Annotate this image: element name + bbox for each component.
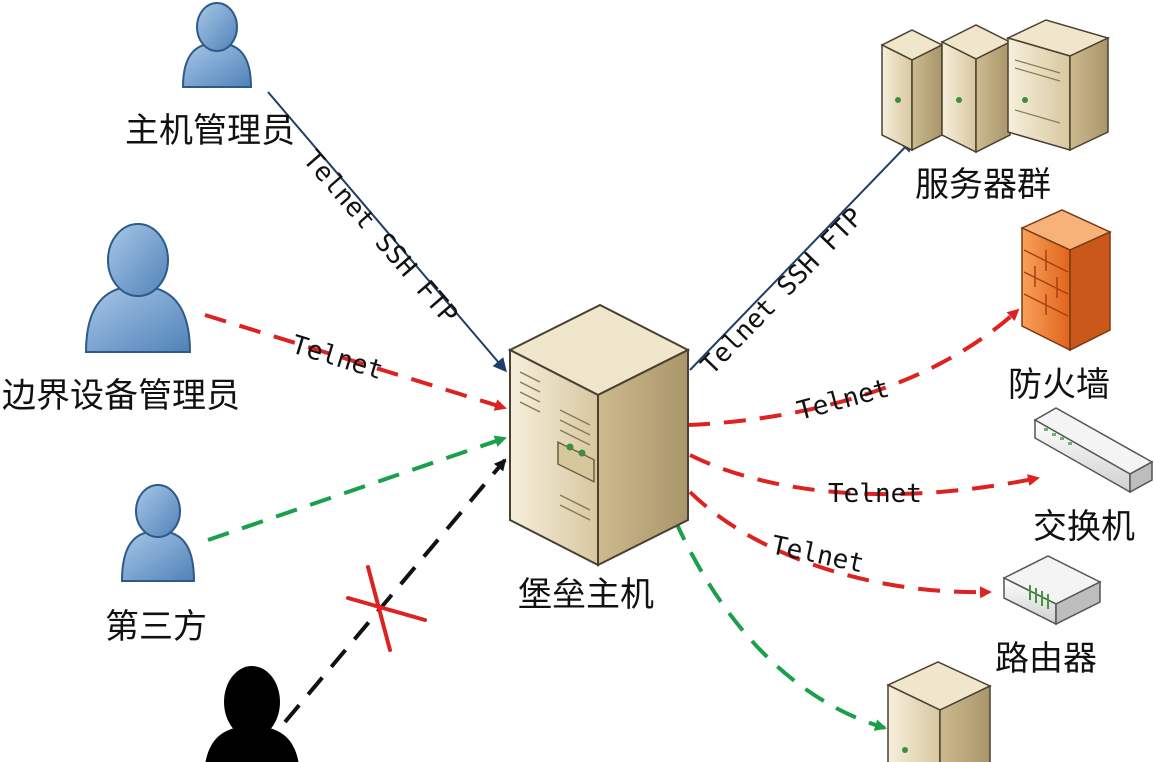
link-bastion-servers [689, 137, 915, 371]
server-icon [880, 29, 944, 152]
node-label-bastion: 堡垒主机 [518, 575, 654, 615]
firewall-icon [1020, 209, 1112, 352]
person-icon [84, 223, 192, 353]
server-icon [1005, 19, 1111, 152]
person-icon [120, 484, 196, 582]
node-label-host-admin: 主机管理员 [125, 111, 295, 151]
link-attacker-bastion [283, 458, 507, 724]
link-host-admin-bastion [267, 91, 507, 373]
label-switch-link: Telnet [828, 479, 922, 509]
node-label-server-group: 服务器群 [915, 165, 1051, 205]
server-icon [886, 661, 992, 762]
node-label-border-admin: 边界设备管理员 [2, 376, 240, 416]
node-label-router: 路由器 [995, 639, 1097, 679]
label-servers-link: Telnet SSH FTP [695, 202, 869, 380]
label-router-link: Telnet [769, 531, 867, 580]
switch-icon [1033, 407, 1154, 494]
server-icon [507, 303, 691, 567]
node-label-third-party: 第三方 [105, 607, 207, 647]
link-third-party-bastion [207, 435, 507, 542]
label-host-admin-link: Telnet SSH FTP [297, 145, 463, 330]
link-bastion-router [688, 490, 992, 599]
person-icon [181, 2, 253, 88]
server-icon [940, 24, 1012, 154]
router-icon [1002, 555, 1102, 626]
link-bastion-firewall [687, 308, 1020, 427]
label-firewall-link: Telnet [794, 373, 892, 426]
blocked-cross-icon [346, 565, 427, 652]
node-label-switch: 交换机 [1033, 507, 1135, 547]
link-bastion-switch [689, 453, 1040, 497]
link-bastion-bottom-server [673, 519, 887, 731]
link-border-admin-bastion [204, 313, 507, 411]
label-border-admin-link: Telnet [288, 330, 387, 386]
attacker-icon [205, 666, 299, 762]
node-label-firewall: 防火墙 [1008, 365, 1110, 405]
